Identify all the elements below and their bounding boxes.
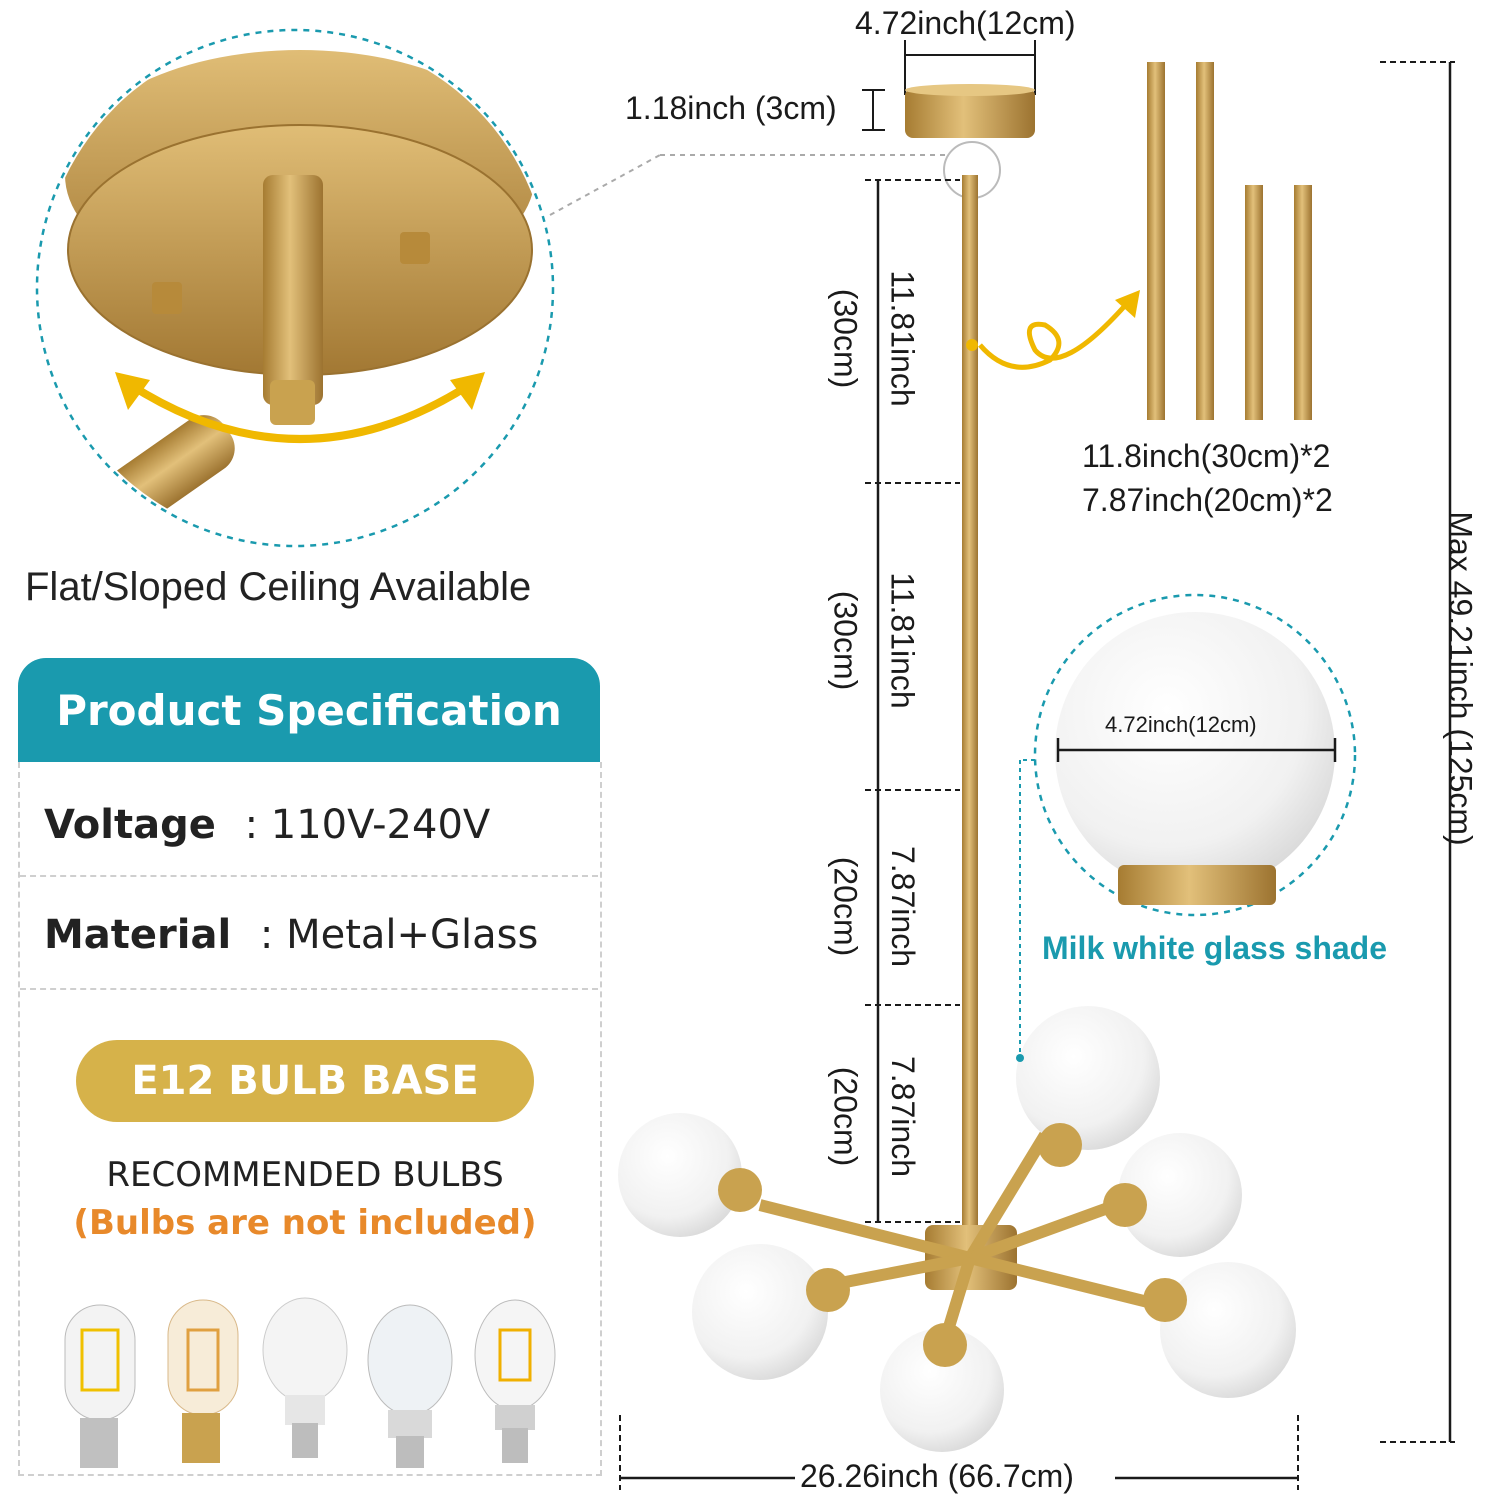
bulb-led-candle-icon: [262, 1297, 348, 1458]
spec-divider: [20, 988, 598, 990]
canopy-width-label: 4.72inch(12cm): [855, 5, 1076, 41]
recommended-bulbs-illustration: [64, 1297, 556, 1468]
bulb-filament-candle-icon: [474, 1299, 556, 1463]
material-value: : Metal+Glass: [259, 912, 539, 958]
rods-20-label: 7.87inch(20cm)*2: [1082, 482, 1333, 518]
bulb-clear-candle-icon: [367, 1304, 453, 1468]
rod4-cm-label: (20cm): [827, 1066, 864, 1167]
shade-caption: Milk white glass shade: [1042, 930, 1387, 966]
rod1-cm-label: (30cm): [827, 288, 864, 389]
chandelier: [618, 84, 1296, 1452]
spec-box: [18, 762, 602, 1476]
total-width-label: 26.26inch (66.7cm): [800, 1458, 1074, 1494]
canopy-height-label: 1.18inch (3cm): [625, 90, 837, 126]
recommended-bulbs-title: RECOMMENDED BULBS: [106, 1155, 504, 1195]
rod3-inch-label: 7.87inch: [885, 846, 921, 967]
max-height-label: Max 49.21inch (125cm): [1442, 511, 1479, 846]
extension-rods: [1147, 62, 1312, 420]
bulb-base-badge: E12 BULB BASE: [76, 1040, 534, 1122]
shade-diameter-label: 4.72inch(12cm): [1105, 712, 1257, 737]
rod3-cm-label: (20cm): [827, 856, 864, 957]
bulb-edison-icon: [167, 1299, 239, 1463]
bulbs-not-included-note: (Bulbs are not included): [73, 1203, 537, 1243]
rod4-inch-label: 7.87inch: [885, 1056, 921, 1177]
spec-divider: [20, 875, 598, 877]
shade-zoom-detail: [1033, 593, 1357, 917]
voltage-label: Voltage: [44, 802, 216, 848]
rod1-inch-label: 11.81inch: [884, 270, 921, 407]
spec-header: Product Specification: [18, 658, 600, 762]
material-row: Material : Metal+Glass: [44, 912, 538, 958]
bulb-tubular-icon: [64, 1304, 136, 1468]
rod2-cm-label: (30cm): [827, 590, 864, 691]
ceiling-caption: Flat/Sloped Ceiling Available: [25, 565, 532, 609]
voltage-value: : 110V-240V: [244, 802, 491, 848]
canopy-zoom-detail: [35, 28, 555, 548]
rod2-inch-label: 11.81inch: [884, 572, 921, 709]
rods-30-label: 11.8inch(30cm)*2: [1082, 438, 1331, 474]
material-label: Material: [44, 912, 232, 958]
voltage-row: Voltage : 110V-240V: [44, 802, 490, 848]
